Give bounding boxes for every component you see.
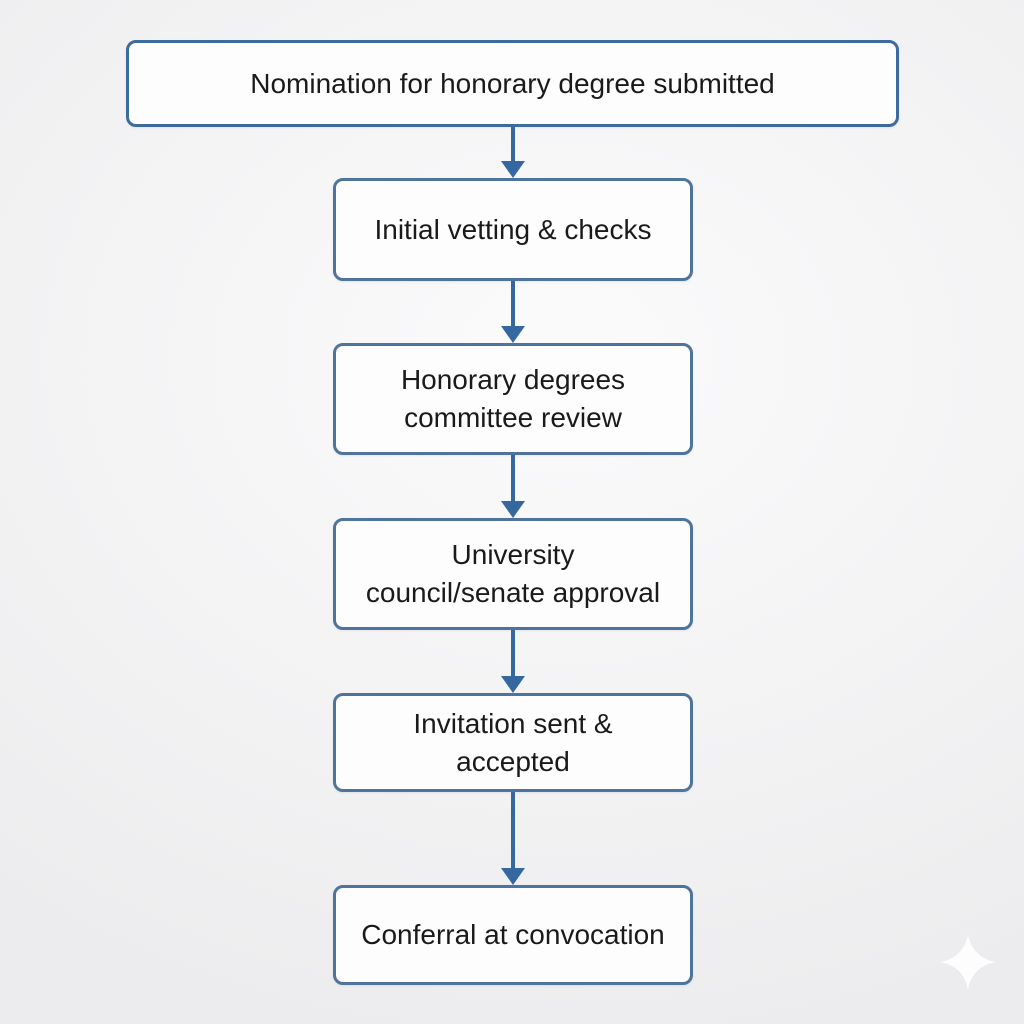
flow-arrow-3: [501, 455, 525, 518]
flow-node-label: Initial vetting & checks: [374, 213, 652, 245]
arrow-head-icon: [501, 676, 525, 693]
flow-node-committee: Honorary degrees committee review: [333, 343, 693, 455]
arrow-head-icon: [501, 161, 525, 178]
arrow-line: [511, 281, 515, 326]
flow-node-label: Invitation sent & accepted: [413, 707, 613, 777]
flow-node-vetting: Initial vetting & checks: [333, 178, 693, 281]
flow-node-label: Conferral at convocation: [361, 919, 665, 951]
flow-node-conferral: Conferral at convocation: [333, 885, 693, 985]
sparkle-icon: [940, 934, 996, 990]
arrow-head-icon: [501, 501, 525, 518]
arrow-line: [511, 630, 515, 676]
arrow-line: [511, 455, 515, 501]
flow-node-nomination: Nomination for honorary degree submitted: [126, 40, 899, 127]
arrow-head-icon: [501, 868, 525, 885]
flow-arrow-4: [501, 630, 525, 693]
arrow-head-icon: [501, 326, 525, 343]
arrow-line: [511, 127, 515, 161]
flow-node-council: University council/senate approval: [333, 518, 693, 630]
flow-node-label: Honorary degrees committee review: [400, 364, 626, 433]
flow-arrow-5: [501, 792, 525, 885]
flow-arrow-1: [501, 127, 525, 178]
flow-arrow-2: [501, 281, 525, 343]
flow-node-label: University council/senate approval: [365, 539, 661, 608]
flow-node-label: Nomination for honorary degree submitted: [250, 67, 775, 99]
flow-node-invitation: Invitation sent & accepted: [333, 693, 693, 792]
arrow-line: [511, 792, 515, 868]
